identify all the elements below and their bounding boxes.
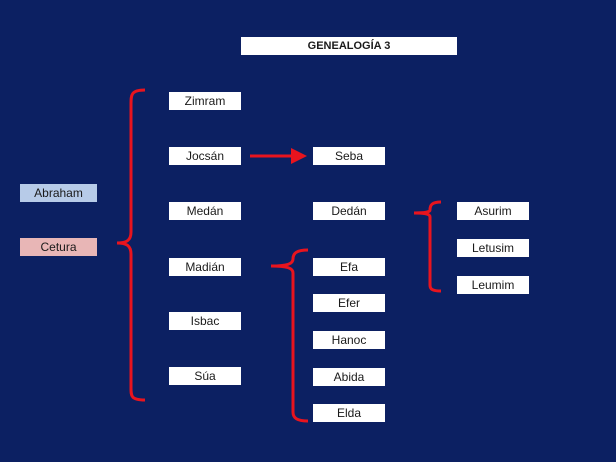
father-box: Abraham — [20, 184, 97, 202]
grandson-box-elda: Elda — [313, 404, 385, 422]
son-box-medan: Medán — [169, 202, 241, 220]
grandson-box-seba: Seba — [313, 147, 385, 165]
grandson-box-efa: Efa — [313, 258, 385, 276]
grandson-box-efer: Efer — [313, 294, 385, 312]
mother-box: Cetura — [20, 238, 97, 256]
great-grandson-box-asurim: Asurim — [457, 202, 529, 220]
jocsan-to-seba-arrow-head — [291, 148, 307, 164]
grandson-box-hanoc: Hanoc — [313, 331, 385, 349]
son-box-zimram: Zimram — [169, 92, 241, 110]
diagram-title: GENEALOGÍA 3 — [241, 37, 457, 55]
son-box-isbac: Isbac — [169, 312, 241, 330]
dedan-sons-bracket-shape — [413, 200, 442, 293]
son-box-sua: Súa — [169, 367, 241, 385]
son-box-madian: Madián — [169, 258, 241, 276]
great-grandson-box-leumim: Leumim — [457, 276, 529, 294]
sons-bracket — [116, 88, 146, 402]
son-box-jocsan: Jocsán — [169, 147, 241, 165]
madian-sons-bracket — [270, 248, 309, 423]
grandson-box-dedan: Dedán — [313, 202, 385, 220]
grandson-box-abida: Abida — [313, 368, 385, 386]
great-grandson-box-letusim: Letusim — [457, 239, 529, 257]
